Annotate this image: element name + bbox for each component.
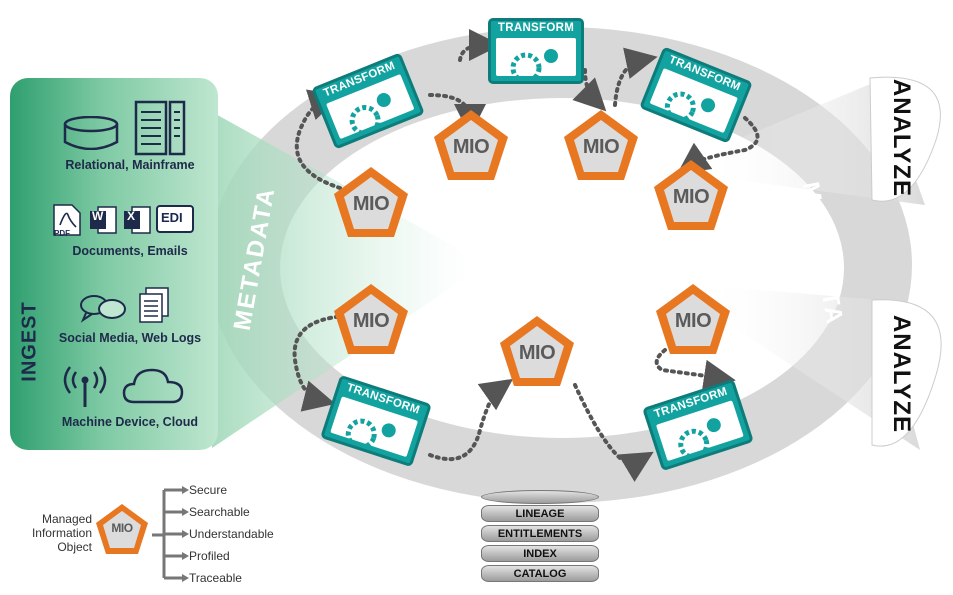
server-rack-icon [134,100,186,156]
legend-mio-icon: MIO [94,502,150,556]
database-layer: ENTITLEMENTS [481,525,599,542]
analyze-beam-top [700,80,925,205]
legend-item: Traceable [189,571,242,585]
legend-item: Secure [189,483,228,497]
analyze-beam-bottom [700,285,920,450]
database-icon [63,116,119,150]
cloud-icon [122,368,184,404]
word-icon [90,206,117,234]
flow-connector [654,348,736,392]
flow-connector [676,116,760,175]
transform-label: TRANSFORM [497,22,575,34]
mio-node: MIO [652,158,730,232]
mio-node: MIO [332,282,410,356]
mio-node: MIO [654,282,732,356]
mio-node: MIO [332,165,410,239]
gears-icon [664,91,716,123]
excel-icon [124,206,151,234]
gears-icon [349,93,391,137]
flow-connector [292,314,347,412]
flow-connector [573,383,654,482]
flow-connector [458,29,501,62]
pdf-icon [53,204,81,236]
ingest-beam [212,112,470,448]
mio-node: MIO [432,108,510,182]
legend-item: Profiled [189,549,230,563]
mio-label: MIO [672,186,710,208]
legend-item: Understandable [189,527,274,541]
gears-icon [345,418,396,450]
flow-connector [572,68,607,112]
antenna-icon [63,366,107,407]
excel-tag: X [127,209,136,223]
edi-tag: EDI [161,210,183,225]
legend-title: Managed Information Object [31,512,92,554]
mio-label: MIO [518,342,556,364]
mio-label: MIO [582,136,620,158]
flow-connector [613,47,658,107]
mio-label: MIO [352,310,390,332]
transform-card: TRANSFORM [639,46,753,144]
ingest-panel: INGEST Relational, Mainframe PDF W X [10,78,218,450]
group-label-documents: Documents, Emails [72,244,188,258]
group-label-social: Social Media, Web Logs [58,331,202,345]
analyze-label-bottom: ANALYZE [888,314,916,434]
legend-mio-label: MIO [111,521,133,535]
database-layer: CATALOG [481,565,599,582]
transform-card: TRANSFORM [320,374,432,468]
legend-item: Searchable [189,505,250,519]
pdf-tag: PDF [54,229,70,238]
mio-label: MIO [352,193,390,215]
analyze-cone-bottom [871,299,942,447]
word-tag: W [92,209,104,223]
database-layer: LINEAGE [481,505,599,522]
mio-node: MIO [498,314,576,388]
web-log-icon [139,287,169,323]
group-label-machine: Machine Device, Cloud [61,415,199,429]
transform-card: TRANSFORM [642,378,754,472]
mio-label: MIO [452,136,490,158]
legend-bracket [152,488,182,580]
gears-icon [678,418,721,460]
analyze-cone-top [869,76,941,202]
group-label-relational: Relational, Mainframe [65,158,195,172]
flow-connector [294,89,342,190]
mio-label: MIO [674,310,712,332]
transform-card: TRANSFORM [488,18,584,84]
transform-card: TRANSFORM [311,52,425,150]
flow-connector [428,378,514,461]
ingest-title: INGEST [18,301,41,382]
database-layer: INDEX [481,545,599,562]
analyze-label-top: ANALYZE [888,78,916,198]
gears-icon [510,49,558,84]
edi-icon [156,205,194,233]
mio-node: MIO [562,108,640,182]
database-top [481,490,599,504]
chat-bubbles-icon [80,295,126,323]
